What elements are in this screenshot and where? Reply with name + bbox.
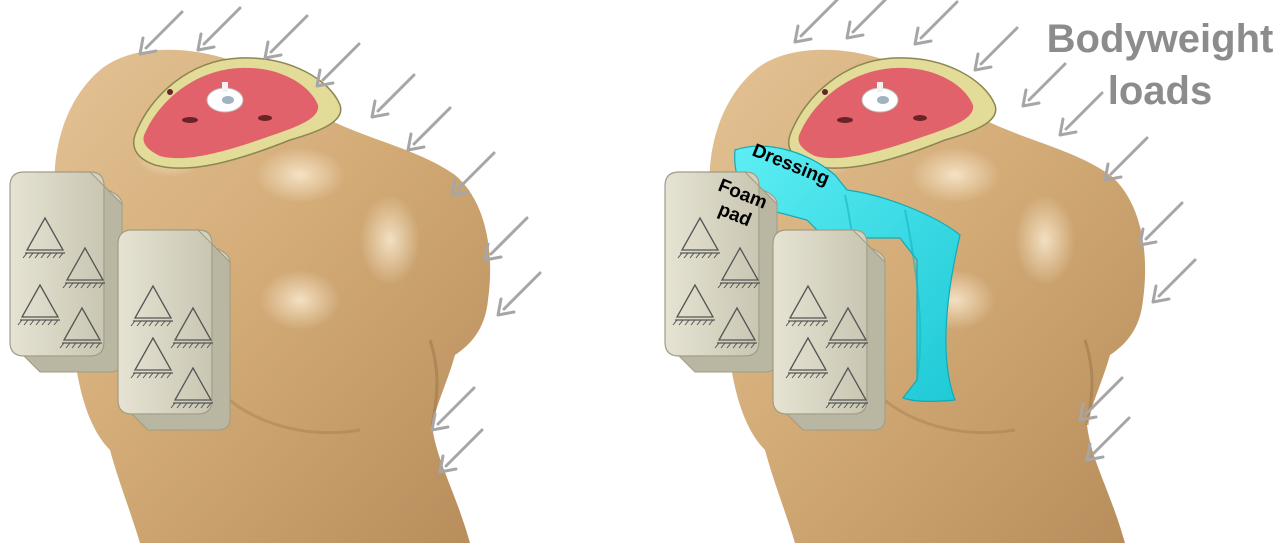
load-arrow-icon (265, 16, 307, 58)
load-arrow-icon (795, 0, 837, 42)
load-arrow-icon (485, 218, 527, 260)
load-arrow-icon (140, 12, 182, 54)
load-arrow-icon (975, 28, 1017, 70)
load-arrow-icon (498, 273, 540, 315)
bodyweight-loads-label-line2: loads (1108, 69, 1212, 113)
load-arrow-icon (372, 75, 414, 117)
foam-pad-right-2 (773, 230, 885, 430)
bodyweight-loads-label-line1: Bodyweight (1047, 17, 1274, 61)
load-arrow-icon (847, 0, 889, 38)
foam-pad-left-2 (118, 230, 230, 430)
load-arrow-icon (452, 153, 494, 195)
load-arrow-icon (1153, 260, 1195, 302)
load-arrow-icon (1105, 138, 1147, 180)
foam-pad-left-1 (10, 172, 122, 372)
load-arrow-icon (1087, 418, 1129, 460)
load-arrow-icon (408, 108, 450, 150)
load-arrow-icon (440, 430, 482, 472)
torso-left (10, 8, 540, 543)
load-arrow-icon (317, 44, 359, 86)
load-arrow-icon (915, 2, 957, 44)
load-arrow-icon (1060, 93, 1102, 135)
load-arrow-icon (198, 8, 240, 50)
load-arrow-icon (1140, 203, 1182, 245)
load-arrow-icon (1023, 64, 1065, 106)
